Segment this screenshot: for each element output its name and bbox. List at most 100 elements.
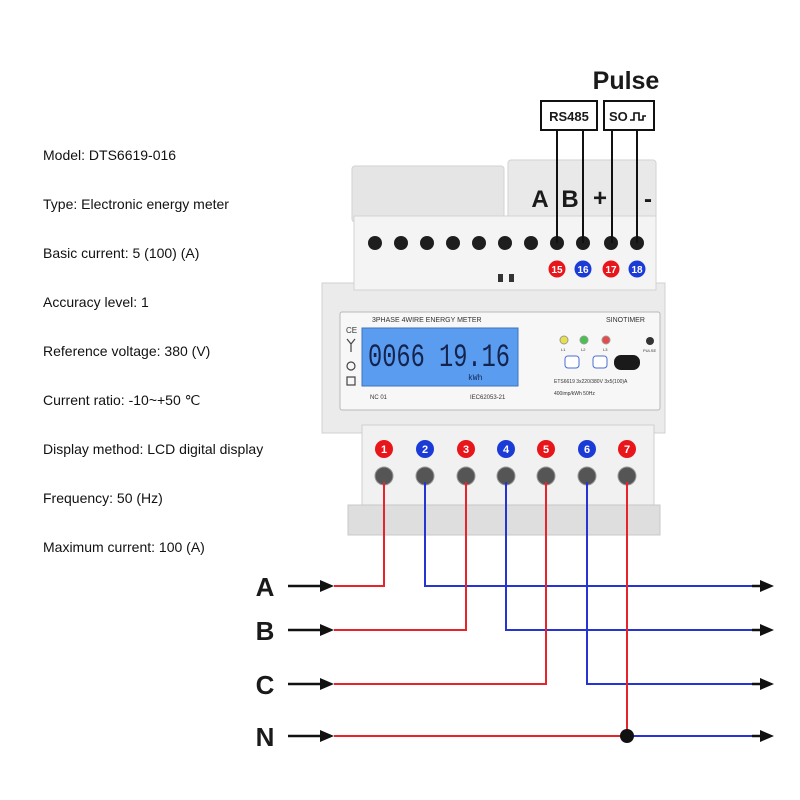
badge-1 xyxy=(375,440,393,458)
wire-line-b-out xyxy=(505,482,752,631)
badge-17 xyxy=(602,260,620,278)
wire-line-c-out xyxy=(586,482,752,685)
arrow-in-a-head-icon xyxy=(320,580,334,592)
terminal-letter-minus: - xyxy=(644,186,652,213)
wire-line-b-in xyxy=(334,482,467,631)
neutral-junction xyxy=(620,729,634,743)
badge-5 xyxy=(537,440,555,458)
badge-5-label: 5 xyxy=(543,444,549,456)
meter-standard: IEC62053-21 xyxy=(470,395,506,401)
terminal-hole xyxy=(498,236,512,250)
badge-2-label: 2 xyxy=(422,444,428,456)
badge-3 xyxy=(457,440,475,458)
terminal-letter-a: A xyxy=(531,186,548,213)
meter-base xyxy=(347,504,661,536)
spec-max-current: Maximum current: 100 (A) xyxy=(43,539,205,555)
lcd-screen xyxy=(361,327,519,387)
pulse-title: Pulse xyxy=(593,67,660,95)
arrow-in-b-head-icon xyxy=(320,624,334,636)
meter-rating-2: 400imp/kWh 50Hz xyxy=(554,391,595,397)
terminal-hole xyxy=(524,236,538,250)
meter-toggle[interactable] xyxy=(614,355,640,370)
arrow-in-c-head-icon xyxy=(320,678,334,690)
top-terminal-badges: 15 16 17 18 xyxy=(548,260,646,278)
square-icon xyxy=(346,376,356,386)
meter-button-2[interactable] xyxy=(592,355,608,369)
badge-18 xyxy=(628,260,646,278)
badge-6 xyxy=(578,440,596,458)
led-l2-icon xyxy=(579,335,589,345)
bottom-terminal-badges: 1 2 3 4 5 6 7 xyxy=(375,440,636,458)
pulse-led-icon xyxy=(646,337,654,345)
wire-line-a-in xyxy=(334,482,385,587)
lcd-reading: 0066 19.16 xyxy=(368,339,510,376)
arrow-out-n-head-icon xyxy=(760,730,774,742)
arrow-in-n-head-icon xyxy=(320,730,334,742)
badge-2 xyxy=(416,440,434,458)
badge-4-label: 4 xyxy=(503,444,510,456)
meter-button-1[interactable] xyxy=(564,355,580,369)
spec-current-ratio: Current ratio: -10~+50 ℃ xyxy=(43,392,200,408)
meter-model-title: 3PHASE 4WIRE ENERGY METER xyxy=(372,317,482,324)
line-label-b: B xyxy=(256,616,275,646)
circle-icon xyxy=(346,361,356,371)
led-l1-icon xyxy=(559,335,569,345)
rs485-frame xyxy=(540,100,598,131)
spec-list: Model: DTS6619-016 Type: Electronic ener… xyxy=(43,147,263,555)
spec-type: Type: Electronic energy meter xyxy=(43,196,229,212)
spec-display-method: Display method: LCD digital display xyxy=(43,441,263,457)
spec-accuracy: Accuracy level: 1 xyxy=(43,294,149,310)
terminal-hole xyxy=(472,236,486,250)
arrow-out-b-head-icon xyxy=(760,624,774,636)
energy-meter: CE 3PHASE 4WIRE ENERGY METER 0066 19.16 … xyxy=(321,159,666,536)
line-label-a: A xyxy=(256,572,275,602)
pulse-wave-icon xyxy=(630,112,646,121)
badge-6-label: 6 xyxy=(584,444,590,456)
terminal-letter-b: B xyxy=(561,186,578,213)
spec-basic-current: Basic current: 5 (100) (A) xyxy=(43,245,199,261)
meter-brand: SINOTIMER xyxy=(606,317,645,324)
spec-reference-voltage: Reference voltage: 380 (V) xyxy=(43,343,210,359)
antenna-icon xyxy=(346,338,356,352)
led-l1-label: L1 xyxy=(561,347,566,352)
terminal-hole xyxy=(394,236,408,250)
badge-17-label: 17 xyxy=(605,265,617,276)
badge-3-label: 3 xyxy=(463,444,469,456)
slot-right xyxy=(509,274,514,282)
spec-model: Model: DTS6619-016 xyxy=(43,147,176,163)
so-label: SO xyxy=(609,109,628,124)
line-label-n: N xyxy=(256,722,275,752)
terminal-hole xyxy=(368,236,382,250)
led-l3-icon xyxy=(601,335,611,345)
line-label-c: C xyxy=(256,670,275,700)
badge-18-label: 18 xyxy=(631,265,643,276)
output-arrows xyxy=(752,580,774,742)
top-terminal-strip xyxy=(353,215,657,291)
badge-15-label: 15 xyxy=(551,265,563,276)
badge-7 xyxy=(618,440,636,458)
arrow-out-a-head-icon xyxy=(760,580,774,592)
meter-rating-1: ETS6619 3x220/380V 3x5(100)A xyxy=(554,379,628,385)
led-l2-label: L2 xyxy=(581,347,586,352)
lcd-unit: kWh xyxy=(468,374,483,383)
arrow-out-c-head-icon xyxy=(760,678,774,690)
rs485-box: RS485 xyxy=(540,100,598,131)
power-wires xyxy=(334,482,752,737)
ce-mark: CE xyxy=(346,326,357,335)
badge-15 xyxy=(548,260,566,278)
led-l3-label: L3 xyxy=(603,347,608,352)
top-cover-left xyxy=(351,165,505,223)
wire-line-a-out xyxy=(424,482,752,587)
pulse-led-label: PULSE xyxy=(643,348,656,353)
terminal-hole xyxy=(420,236,434,250)
terminal-letter-plus: + xyxy=(593,185,607,212)
wire-line-c-in xyxy=(334,482,547,685)
meter-serial: NC 01 xyxy=(370,395,388,401)
spec-frequency: Frequency: 50 (Hz) xyxy=(43,490,163,506)
so-box: SO xyxy=(603,100,655,131)
input-arrows xyxy=(288,580,334,742)
terminal-hole xyxy=(446,236,460,250)
signal-wires xyxy=(556,130,638,243)
rs485-label: RS485 xyxy=(549,109,589,124)
